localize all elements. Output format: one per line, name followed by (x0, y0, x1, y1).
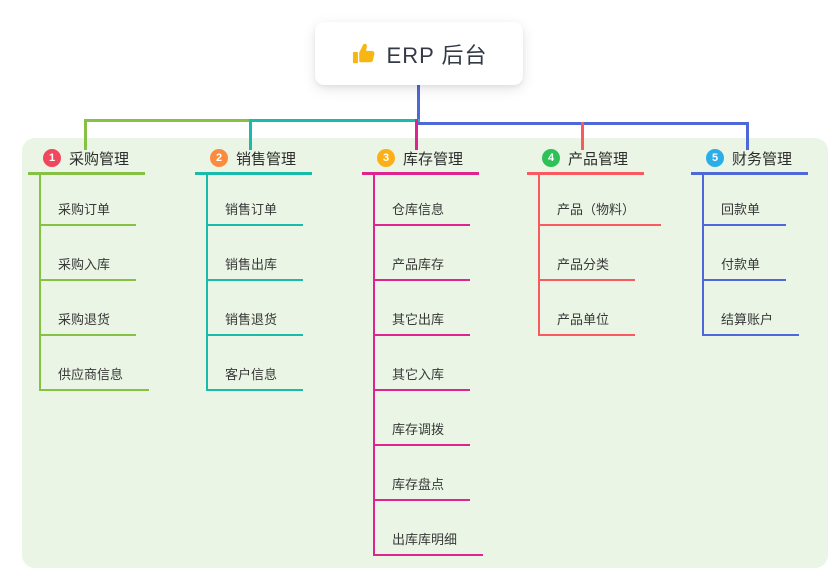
child-item[interactable]: 客户信息 (208, 336, 304, 391)
branch-number-badge: 3 (377, 149, 395, 167)
connector-line (581, 122, 584, 150)
branch-children: 销售订单销售出库销售退货客户信息 (206, 175, 304, 391)
thumbs-up-icon (351, 41, 377, 67)
child-item[interactable]: 产品（物料） (540, 175, 662, 226)
branch-header[interactable]: 2 销售管理 (195, 138, 313, 175)
connector-line (415, 119, 418, 150)
root-node[interactable]: ERP 后台 (315, 22, 523, 85)
branch-number-badge: 1 (43, 149, 61, 167)
child-item[interactable]: 其它入库 (375, 336, 471, 391)
branch-number-badge: 4 (542, 149, 560, 167)
branch-column-2: 2 销售管理 销售订单销售出库销售退货客户信息 (195, 138, 313, 391)
branch-column-1: 1 采购管理 采购订单采购入库采购退货供应商信息 (28, 138, 150, 391)
branch-header[interactable]: 1 采购管理 (28, 138, 146, 175)
branch-children: 仓库信息产品库存其它出库其它入库库存调拨库存盘点出库库明细 (373, 175, 484, 556)
branch-column-4: 4 产品管理 产品（物料）产品分类产品单位 (527, 138, 662, 336)
connector-line (417, 84, 420, 125)
branch-label: 采购管理 (69, 150, 130, 168)
branch-number-badge: 5 (706, 149, 724, 167)
connector-line (84, 119, 252, 122)
connector-line (249, 119, 420, 122)
branch-label: 财务管理 (732, 150, 793, 168)
child-item[interactable]: 采购退货 (41, 281, 137, 336)
child-item[interactable]: 库存调拨 (375, 391, 471, 446)
child-item[interactable]: 销售退货 (208, 281, 304, 336)
branch-label: 产品管理 (568, 150, 629, 168)
child-item[interactable]: 供应商信息 (41, 336, 150, 391)
branch-children: 采购订单采购入库采购退货供应商信息 (39, 175, 150, 391)
child-item[interactable]: 销售订单 (208, 175, 304, 226)
branch-column-5: 5 财务管理 回款单付款单结算账户 (691, 138, 809, 336)
branch-header[interactable]: 3 库存管理 (362, 138, 480, 175)
child-item[interactable]: 产品单位 (540, 281, 636, 336)
branch-header[interactable]: 5 财务管理 (691, 138, 809, 175)
child-item[interactable]: 结算账户 (704, 281, 800, 336)
root-title: ERP 后台 (386, 42, 488, 68)
branches-panel (22, 138, 828, 568)
child-item[interactable]: 采购订单 (41, 175, 137, 226)
child-item[interactable]: 库存盘点 (375, 446, 471, 501)
child-item[interactable]: 采购入库 (41, 226, 137, 281)
connector-line (249, 119, 252, 150)
child-item[interactable]: 产品分类 (540, 226, 636, 281)
child-item[interactable]: 回款单 (704, 175, 787, 226)
child-item[interactable]: 付款单 (704, 226, 787, 281)
branch-children: 产品（物料）产品分类产品单位 (538, 175, 662, 336)
branch-header[interactable]: 4 产品管理 (527, 138, 645, 175)
branch-column-3: 3 库存管理 仓库信息产品库存其它出库其它入库库存调拨库存盘点出库库明细 (362, 138, 484, 556)
child-item[interactable]: 销售出库 (208, 226, 304, 281)
branch-number-badge: 2 (210, 149, 228, 167)
connector-line (746, 122, 749, 150)
branch-label: 库存管理 (403, 150, 464, 168)
child-item[interactable]: 产品库存 (375, 226, 471, 281)
child-item[interactable]: 出库库明细 (375, 501, 484, 556)
child-item[interactable]: 其它出库 (375, 281, 471, 336)
connector-line (84, 119, 87, 150)
branch-children: 回款单付款单结算账户 (702, 175, 800, 336)
branch-label: 销售管理 (236, 150, 297, 168)
child-item[interactable]: 仓库信息 (375, 175, 471, 226)
